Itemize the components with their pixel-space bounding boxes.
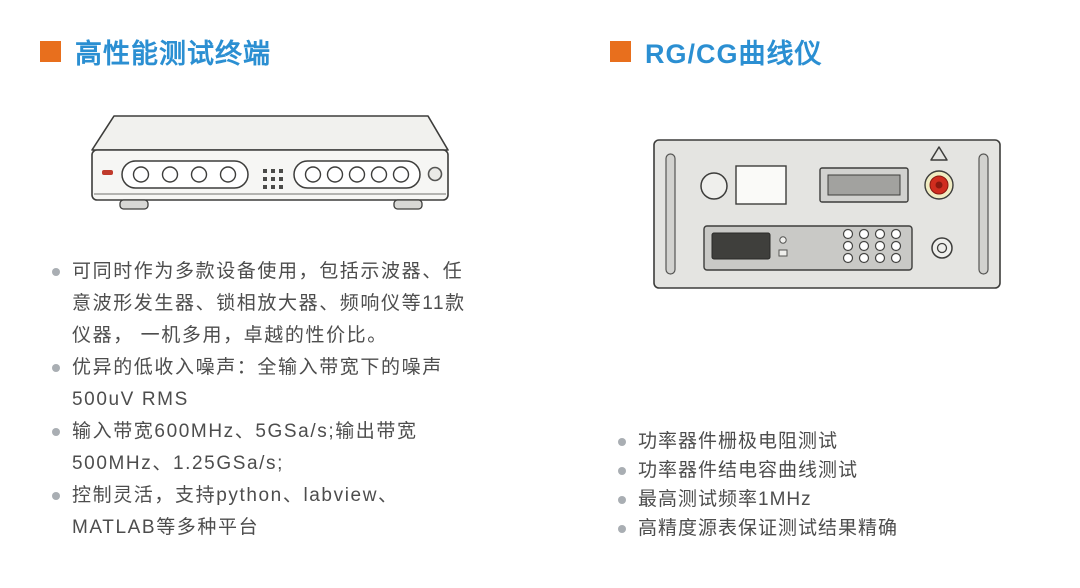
list-item: 功率器件栅极电阻测试 bbox=[618, 427, 898, 456]
right-section-title: RG/CG曲线仪 bbox=[610, 32, 823, 71]
right-button-group bbox=[293, 160, 421, 189]
bullet-dot bbox=[618, 438, 626, 446]
selector-knob bbox=[931, 237, 953, 259]
left-feature-list: 可同时作为多款设备使用，包括示波器、任意波形发生器、锁相放大器、频响仪等11款仪… bbox=[52, 256, 482, 544]
list-item: 控制灵活，支持python、labview、MATLAB等多种平台 bbox=[52, 480, 482, 544]
left-button-group bbox=[121, 160, 249, 189]
bullet-dot bbox=[618, 467, 626, 475]
left-title-text: 高性能测试终端 bbox=[75, 39, 271, 69]
module-display bbox=[711, 232, 771, 260]
display-screen bbox=[819, 167, 909, 203]
bullet-dot bbox=[52, 268, 60, 276]
left-rack-slot bbox=[665, 153, 676, 275]
list-item: 高精度源表保证测试结果精确 bbox=[618, 514, 898, 543]
power-led bbox=[102, 170, 113, 175]
bullet-text: 功率器件栅极电阻测试 bbox=[638, 431, 839, 452]
left-section-title: 高性能测试终端 bbox=[40, 32, 271, 71]
control-knob bbox=[700, 172, 728, 200]
bullet-text: 功率器件结电容曲线测试 bbox=[638, 460, 859, 481]
bullet-text: 高精度源表保证测试结果精确 bbox=[638, 518, 899, 539]
bullet-dot bbox=[618, 496, 626, 504]
right-foot bbox=[393, 199, 423, 210]
list-item: 功率器件结电容曲线测试 bbox=[618, 456, 898, 485]
test-terminal-drawing bbox=[91, 115, 449, 210]
bullet-text: 最高测试频率1MHz bbox=[638, 489, 812, 510]
bullet-dot bbox=[52, 428, 60, 436]
bullet-text: 输入带宽600MHz、5GSa/s;输出带宽500MHz、1.25GSa/s; bbox=[72, 421, 418, 474]
right-title-text: RG/CG曲线仪 bbox=[645, 39, 823, 69]
right-rack-slot bbox=[978, 153, 989, 275]
bullet-text: 优异的低收入噪声：全输入带宽下的噪声500uV RMS bbox=[72, 357, 443, 410]
title-accent-square bbox=[40, 41, 61, 62]
emergency-stop-button bbox=[924, 170, 954, 200]
left-foot bbox=[119, 199, 149, 210]
list-item: 输入带宽600MHz、5GSa/s;输出带宽500MHz、1.25GSa/s; bbox=[52, 416, 482, 480]
bullet-text: 控制灵活，支持python、labview、MATLAB等多种平台 bbox=[72, 485, 399, 538]
warning-triangle-icon bbox=[930, 146, 948, 161]
keypad-buttons bbox=[842, 228, 902, 264]
title-accent-square bbox=[610, 41, 631, 62]
label-plate bbox=[735, 165, 787, 205]
test-terminal-illustration bbox=[80, 110, 460, 235]
bullet-dot bbox=[618, 525, 626, 533]
bullet-dot bbox=[52, 492, 60, 500]
bullet-text: 可同时作为多款设备使用，包括示波器、任意波形发生器、锁相放大器、频响仪等11款仪… bbox=[72, 261, 466, 346]
right-feature-list: 功率器件栅极电阻测试 功率器件结电容曲线测试 最高测试频率1MHz 高精度源表保… bbox=[618, 427, 898, 543]
list-item: 可同时作为多款设备使用，包括示波器、任意波形发生器、锁相放大器、频响仪等11款仪… bbox=[52, 256, 482, 352]
bullet-dot bbox=[52, 364, 60, 372]
list-item: 最高测试频率1MHz bbox=[618, 485, 898, 514]
dot-matrix-keys bbox=[263, 169, 283, 189]
list-item: 优异的低收入噪声：全输入带宽下的噪声500uV RMS bbox=[52, 352, 482, 416]
curve-tracer-drawing bbox=[653, 139, 1001, 289]
curve-tracer-illustration bbox=[652, 138, 1002, 290]
power-button bbox=[427, 166, 443, 182]
chassis-top-face bbox=[91, 115, 449, 151]
